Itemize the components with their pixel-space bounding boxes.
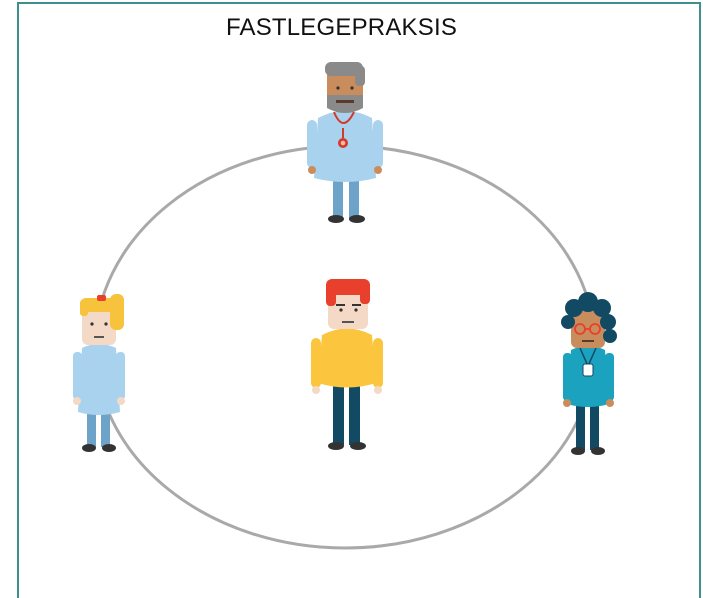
center-person-figure-icon	[311, 279, 383, 450]
woman-curly-figure-icon	[561, 292, 617, 455]
diagram-title: FASTLEGEPRAKSIS	[225, 14, 458, 41]
doctor-figure-icon	[307, 62, 383, 223]
diagram-frame	[17, 2, 701, 598]
woman-blonde-figure-icon	[73, 294, 125, 452]
